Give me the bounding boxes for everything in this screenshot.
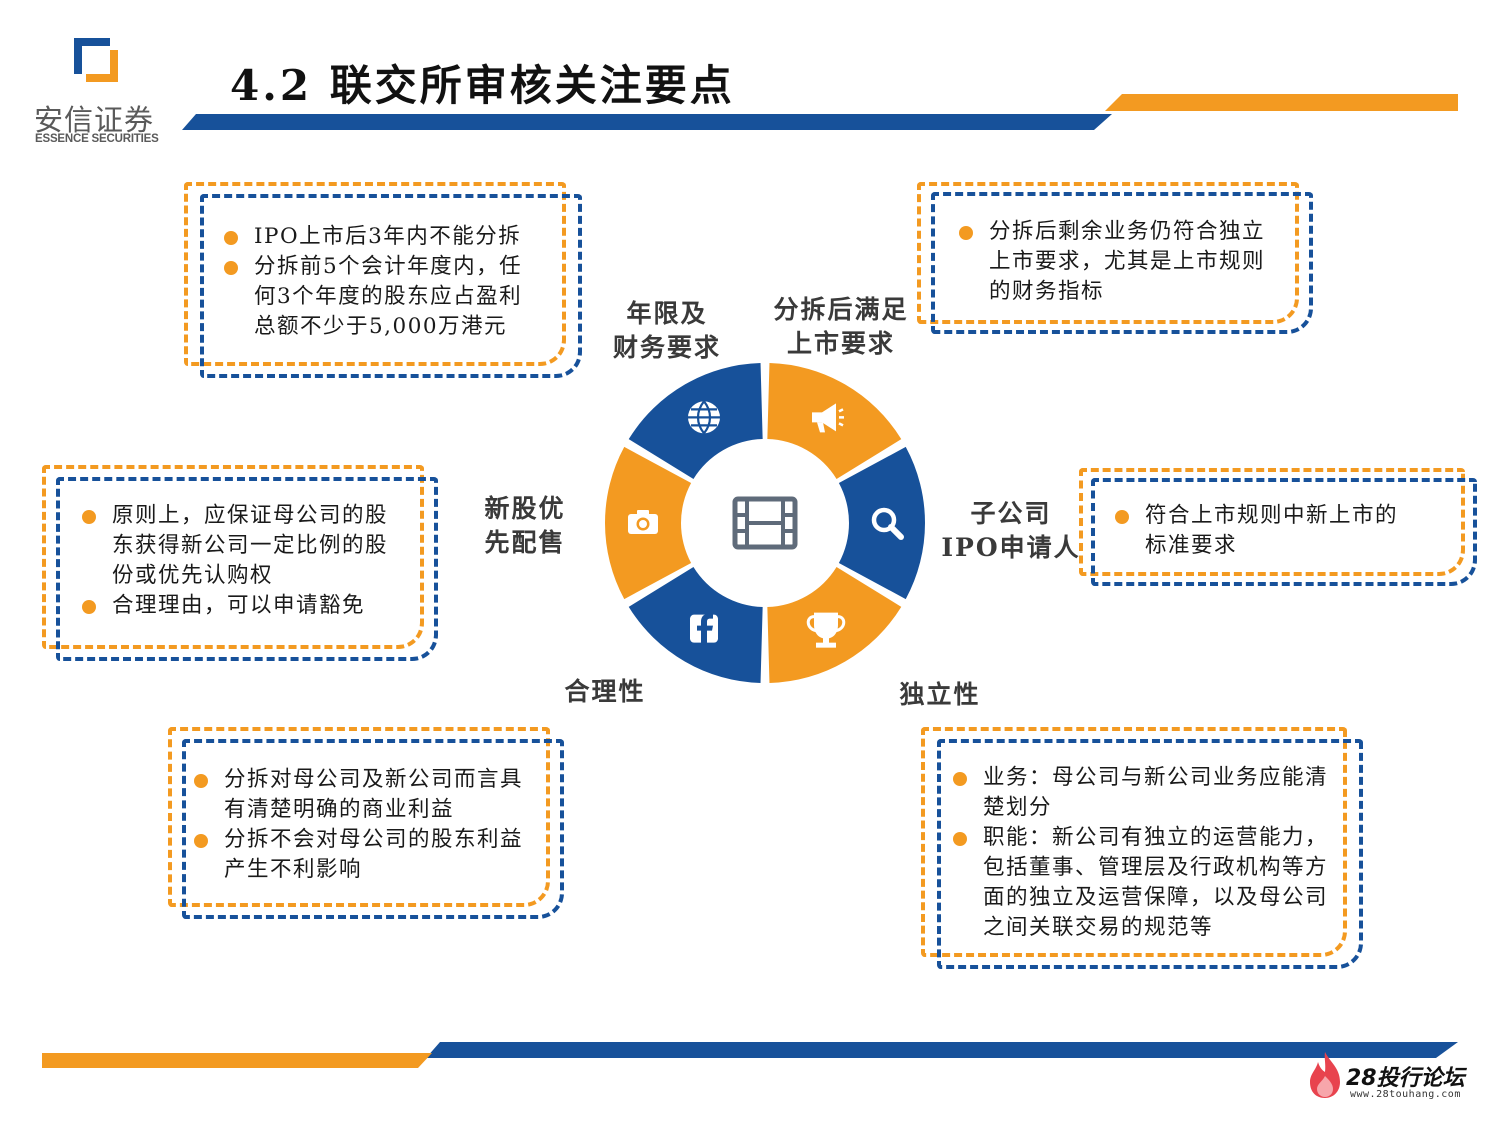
bullet-list: 分拆后剩余业务仍符合独立上市要求，尤其是上市规则的财务指标 (959, 217, 1279, 307)
megaphone-icon (812, 403, 844, 433)
segment-label-years-finance: 年限及 财务要求 (612, 299, 721, 362)
ring-diagram (605, 363, 925, 683)
bullet-item: 符合上市规则中新上市的标准要求 (1115, 501, 1415, 561)
box-years-finance: IPO上市后3年内不能分拆分拆前5个会计年度内，任何3个年度的股东应占盈利总额不… (184, 182, 584, 378)
flame-logo-icon (1310, 1052, 1340, 1098)
bullet-item: 业务：母公司与新公司业务应能清楚划分 (953, 763, 1337, 823)
bullet-list: 原则上，应保证母公司的股东获得新公司一定比例的股份或优先认购权合理理由，可以申请… (82, 501, 392, 621)
forum-url: www.28touhang.com (1350, 1089, 1461, 1100)
essence-logo-icon (74, 38, 118, 82)
bullet-item: 分拆后剩余业务仍符合独立上市要求，尤其是上市规则的财务指标 (959, 217, 1279, 307)
facebook-icon (690, 613, 718, 645)
camera-icon (628, 510, 658, 534)
bullet-item: 职能：新公司有独立的运营能力，包括董事、管理层及行政机构等方面的独立及运营保障，… (953, 823, 1337, 943)
ring-segment (838, 446, 925, 600)
bullet-item: 合理理由，可以申请豁免 (82, 591, 392, 621)
bullet-list: 分拆对母公司及新公司而言具有清楚明确的商业利益分拆不会对母公司的股东利益产生不利… (194, 765, 528, 885)
globe-icon (688, 400, 720, 435)
box-listing-requirement: 分拆后剩余业务仍符合独立上市要求，尤其是上市规则的财务指标 (917, 182, 1317, 334)
page-title: 4.2 联交所审核关注要点 (230, 61, 735, 110)
segment-label-subsidiary: 子公司 IPO申请人 (941, 499, 1081, 562)
bullet-list: 符合上市规则中新上市的标准要求 (1115, 501, 1415, 561)
segment-label-listing-req: 分拆后满足 上市要求 (773, 295, 909, 358)
segment-label-rationality: 合理性 (564, 677, 646, 706)
footer-accent-bars (42, 1042, 1458, 1068)
bullet-item: 分拆对母公司及新公司而言具有清楚明确的商业利益 (194, 765, 528, 825)
box-preferential: 原则上，应保证母公司的股东获得新公司一定比例的股份或优先认购权合理理由，可以申请… (42, 465, 442, 661)
search-icon (871, 507, 904, 540)
logo-english-name: ESSENCE SECURITIES (35, 133, 159, 145)
box-rationality: 分拆对母公司及新公司而言具有清楚明确的商业利益分拆不会对母公司的股东利益产生不利… (168, 727, 568, 923)
trophy-icon (806, 612, 846, 648)
bullet-item: 原则上，应保证母公司的股东获得新公司一定比例的股份或优先认购权 (82, 501, 392, 591)
segment-label-independence: 独立性 (899, 680, 981, 709)
film-icon (732, 496, 798, 550)
logo-chinese-name: 安信证券 (34, 103, 155, 137)
box-subsidiary: 符合上市规则中新上市的标准要求 (1079, 468, 1479, 590)
box-independence: 业务：母公司与新公司业务应能清楚划分职能：新公司有独立的运营能力，包括董事、管理… (921, 727, 1371, 973)
bullet-item: 分拆前5个会计年度内，任何3个年度的股东应占盈利总额不少于5,000万港元 (224, 252, 544, 342)
segment-label-preferential: 新股优 先配售 (484, 494, 566, 557)
bullet-item: 分拆不会对母公司的股东利益产生不利影响 (194, 825, 528, 885)
bullet-item: IPO上市后3年内不能分拆 (224, 222, 544, 252)
bullet-list: 业务：母公司与新公司业务应能清楚划分职能：新公司有独立的运营能力，包括董事、管理… (953, 763, 1337, 943)
forum-name: 28投行论坛 (1346, 1066, 1465, 1091)
bullet-list: IPO上市后3年内不能分拆分拆前5个会计年度内，任何3个年度的股东应占盈利总额不… (224, 222, 544, 342)
header-accent-bars (182, 94, 1458, 130)
